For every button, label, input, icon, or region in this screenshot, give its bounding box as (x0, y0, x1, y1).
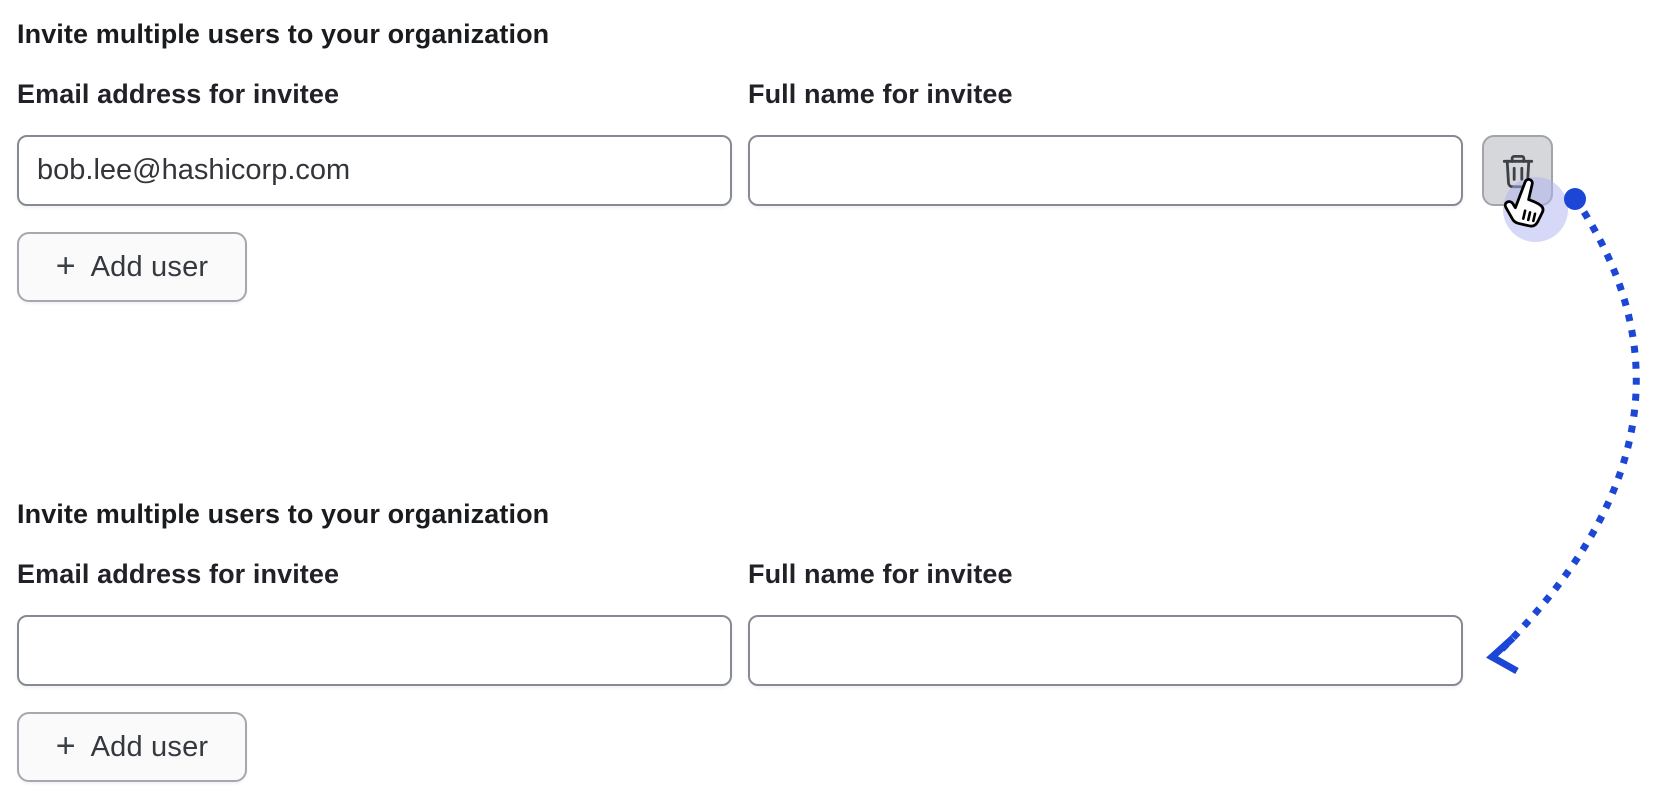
plus-icon: + (55, 726, 76, 765)
name-label: Full name for invitee (748, 559, 1013, 589)
plus-icon: + (55, 246, 76, 285)
add-user-label: Add user (90, 730, 209, 763)
name-label: Full name for invitee (748, 79, 1013, 109)
section-heading: Invite multiple users to your organizati… (17, 499, 550, 529)
name-input[interactable] (748, 615, 1463, 686)
invite-form-after: Invite multiple users to your organizati… (0, 498, 1672, 788)
email-input[interactable] (17, 135, 732, 206)
email-input[interactable] (17, 615, 732, 686)
email-label: Email address for invitee (17, 79, 340, 109)
name-input[interactable] (748, 135, 1463, 206)
section-heading: Invite multiple users to your organizati… (17, 19, 550, 49)
add-user-button[interactable]: + Add user (17, 712, 247, 782)
add-user-label: Add user (90, 250, 209, 283)
email-label: Email address for invitee (17, 559, 340, 589)
add-user-button[interactable]: + Add user (17, 232, 247, 302)
invite-form-before: Invite multiple users to your organizati… (0, 18, 1672, 308)
